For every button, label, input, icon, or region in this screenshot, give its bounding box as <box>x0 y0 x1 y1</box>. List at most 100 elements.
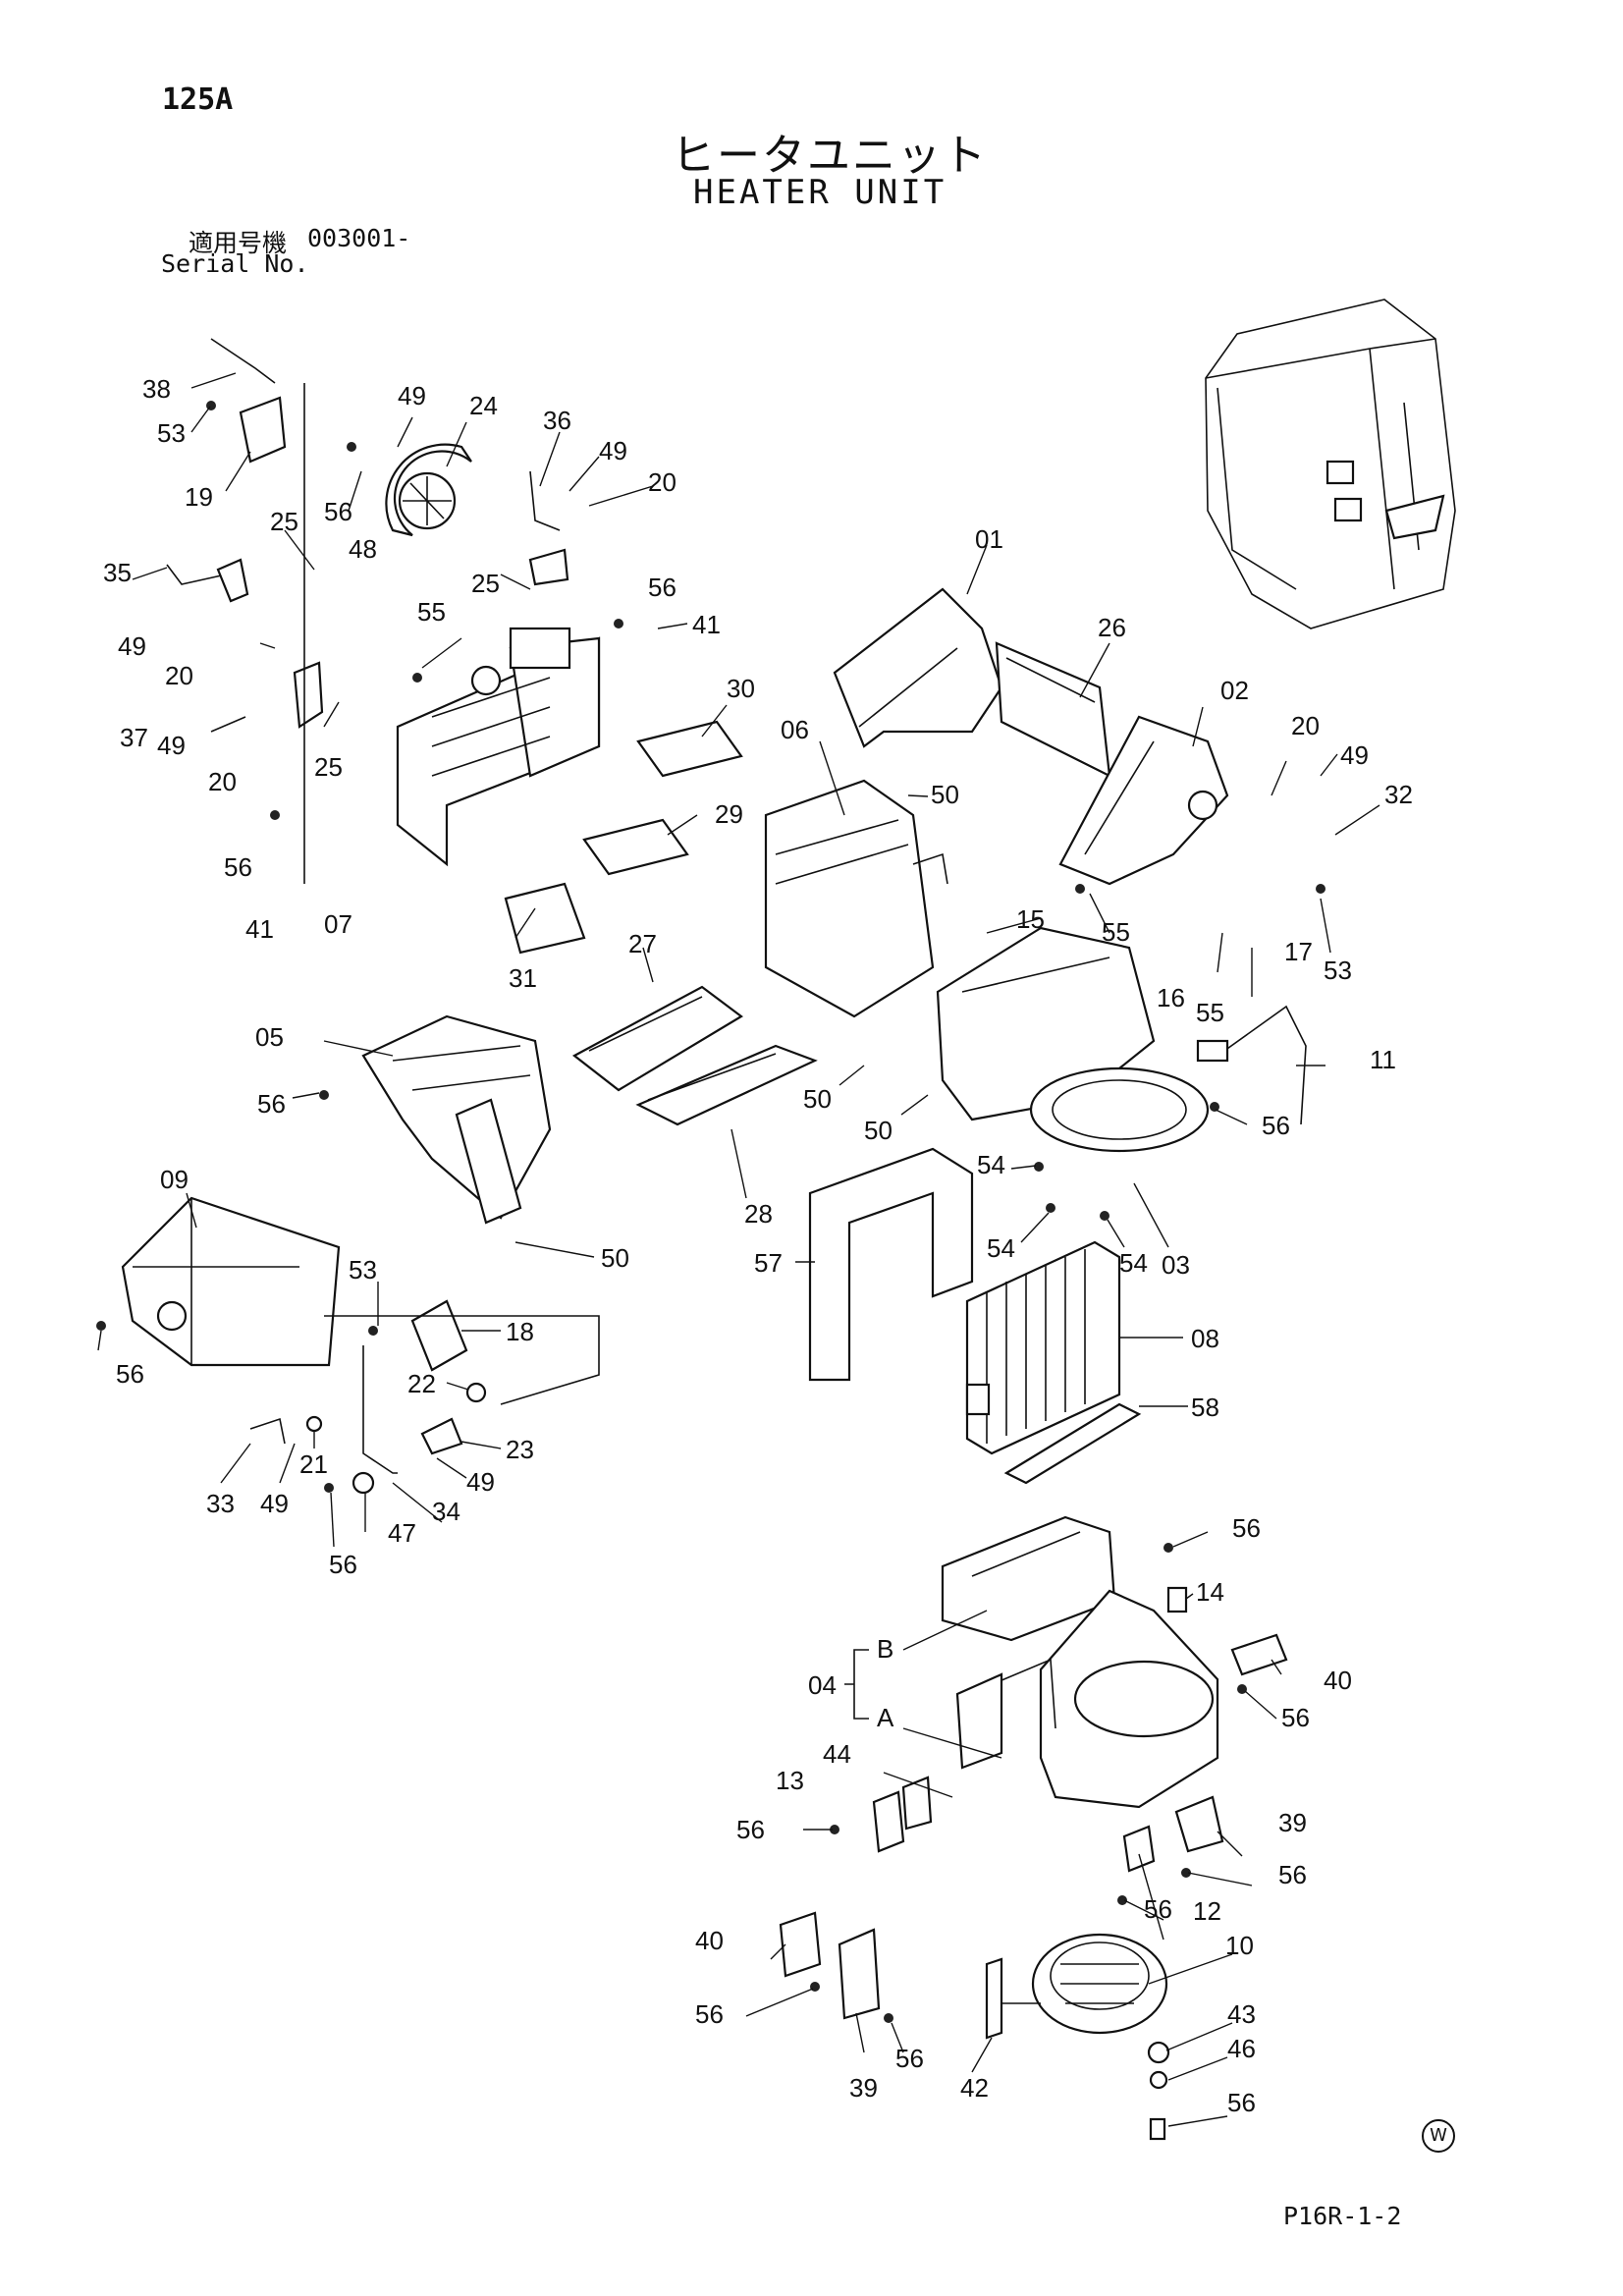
callout-08: 08 <box>1191 1324 1219 1353</box>
rods-and-links <box>166 338 569 884</box>
small-brackets <box>779 1586 1288 2020</box>
callout-32: 32 <box>1384 780 1413 809</box>
callout-28: 28 <box>744 1199 773 1229</box>
case-03 <box>936 926 1210 1153</box>
page-number: 125A <box>162 82 234 117</box>
heater-core-27 <box>571 985 743 1092</box>
filter-parts <box>504 720 743 955</box>
callout-54: 54 <box>1119 1248 1148 1278</box>
callout-40: 40 <box>1324 1666 1352 1695</box>
callout-56: 56 <box>224 852 252 882</box>
callout-37: 37 <box>120 723 148 752</box>
callout-56: 56 <box>116 1359 144 1389</box>
page-code: P16R-1-2 <box>1283 2202 1402 2230</box>
callout-50: 50 <box>931 780 959 809</box>
callout-06: 06 <box>781 715 809 744</box>
callout-49: 49 <box>398 381 426 410</box>
callout-38: 38 <box>142 374 171 404</box>
part-24-damper <box>385 443 472 537</box>
callout-11: 11 <box>1370 1045 1396 1074</box>
screws <box>96 401 1325 2023</box>
callout-54: 54 <box>977 1150 1005 1179</box>
callout-29: 29 <box>715 799 743 829</box>
callout-b: B <box>877 1634 893 1664</box>
lower-linkage <box>249 1299 600 1495</box>
callout-56: 56 <box>324 497 352 526</box>
callout-56: 56 <box>648 573 676 602</box>
callout-55: 55 <box>1196 998 1224 1027</box>
duct-06 <box>764 779 948 1018</box>
callout-21: 21 <box>299 1449 328 1479</box>
callout-41: 41 <box>245 914 274 944</box>
callout-40: 40 <box>695 1926 724 1955</box>
case-04 <box>941 1515 1219 1809</box>
harness-11 <box>1196 1005 1307 1125</box>
callout-47: 47 <box>388 1518 416 1548</box>
callout-56: 56 <box>1262 1111 1290 1140</box>
callout-49: 49 <box>1340 740 1369 770</box>
callout-56: 56 <box>1227 2088 1256 2117</box>
callout-31: 31 <box>509 963 537 993</box>
callout-12: 12 <box>1193 1896 1221 1926</box>
callout-55: 55 <box>417 597 446 627</box>
callout-53: 53 <box>157 418 186 448</box>
callout-13: 13 <box>776 1766 804 1795</box>
callout-53: 53 <box>349 1255 377 1285</box>
callout-18: 18 <box>506 1317 534 1346</box>
w-mark-symbol: W <box>1422 2119 1455 2153</box>
callout-35: 35 <box>103 558 132 587</box>
callout-49: 49 <box>157 731 186 760</box>
damper-bracket-assembly <box>396 627 601 867</box>
callout-50: 50 <box>601 1243 629 1273</box>
callout-labels: 38 53 19 49 24 56 48 36 49 20 25 35 49 2… <box>103 374 1413 2117</box>
callout-36: 36 <box>543 406 571 435</box>
case-04-bracket <box>844 1649 869 1720</box>
callout-43: 43 <box>1227 1999 1256 2029</box>
callout-56: 56 <box>257 1089 286 1119</box>
callout-20: 20 <box>165 661 193 690</box>
callout-24: 24 <box>469 391 498 420</box>
callout-10: 10 <box>1225 1931 1254 1960</box>
callout-27: 27 <box>628 929 657 958</box>
callout-58: 58 <box>1191 1393 1219 1422</box>
callout-56: 56 <box>736 1815 765 1844</box>
callout-01: 01 <box>975 524 1003 554</box>
callout-56: 56 <box>695 1999 724 2029</box>
callout-49: 49 <box>118 631 146 661</box>
housing-05 <box>361 1014 552 1225</box>
callout-50: 50 <box>864 1116 893 1145</box>
bottom-fasteners <box>1147 2041 1170 2141</box>
part-09-unit <box>121 1196 341 1367</box>
duct-26 <box>995 641 1111 778</box>
heater-core-28 <box>635 1044 818 1126</box>
blower-motor-10 <box>985 1933 1168 2040</box>
evaporator-08 <box>965 1240 1121 1455</box>
callout-20: 20 <box>648 467 676 497</box>
callout-57: 57 <box>754 1248 783 1278</box>
callout-39: 39 <box>849 2073 878 2103</box>
leader-lines <box>97 372 1380 2127</box>
callout-15: 15 <box>1016 904 1045 934</box>
callout-a: A <box>877 1703 894 1732</box>
callout-20: 20 <box>208 767 237 796</box>
callout-33: 33 <box>206 1489 235 1518</box>
callout-19: 19 <box>185 482 213 512</box>
callout-22: 22 <box>407 1369 436 1398</box>
callout-05: 05 <box>255 1022 284 1052</box>
callout-20: 20 <box>1291 711 1320 740</box>
callout-34: 34 <box>432 1497 460 1526</box>
title-english: HEATER UNIT <box>693 173 947 212</box>
strip-58 <box>1003 1402 1142 1485</box>
serial-label-english: Serial No. <box>161 249 309 278</box>
callout-56: 56 <box>895 2044 924 2073</box>
cover-57 <box>808 1147 974 1382</box>
callout-49: 49 <box>599 436 627 465</box>
duct-02 <box>1058 715 1229 886</box>
callout-48: 48 <box>349 534 377 564</box>
callout-55: 55 <box>1102 917 1130 947</box>
cab-illustration <box>1205 299 1456 629</box>
callout-54: 54 <box>987 1233 1015 1263</box>
callout-25: 25 <box>270 507 298 536</box>
callout-49: 49 <box>260 1489 289 1518</box>
callout-16: 16 <box>1157 983 1185 1012</box>
